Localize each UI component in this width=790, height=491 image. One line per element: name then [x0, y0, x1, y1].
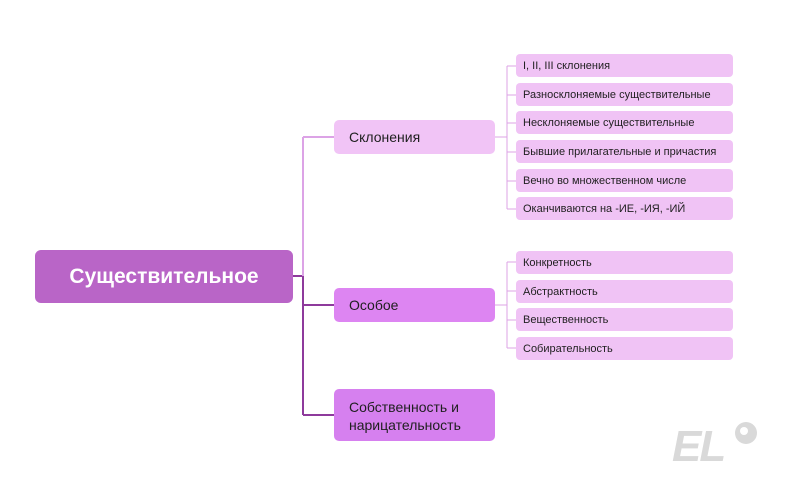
- leaf-node[interactable]: Собирательность: [516, 337, 733, 360]
- dot-circle-icon: [735, 422, 757, 444]
- leaf-node[interactable]: Абстрактность: [516, 280, 733, 303]
- leaf-label: I, II, III склонения: [523, 59, 611, 72]
- branch-node-declensions[interactable]: Склонения: [334, 120, 495, 154]
- connector-bracket-0: [495, 65, 516, 210]
- connector-bracket-1: [495, 261, 516, 349]
- leaf-node[interactable]: Конкретность: [516, 251, 733, 274]
- leaf-label: Разносклоняемые существительные: [523, 88, 711, 101]
- leaf-node[interactable]: Бывшие прилагательные и причастия: [516, 140, 733, 163]
- branch-label: Собственность и нарицательность: [349, 399, 461, 433]
- leaf-label: Бывшие прилагательные и причастия: [523, 145, 717, 158]
- leaf-label: Абстрактность: [523, 285, 598, 298]
- root-label: Существительное: [69, 264, 259, 288]
- leaf-node[interactable]: Несклоняемые существительные: [516, 111, 733, 134]
- logo-text: EL: [672, 422, 726, 471]
- leaf-label: Вечно во множественном числе: [523, 174, 687, 187]
- leaf-label: Собирательность: [523, 342, 613, 355]
- branch-label: Особое: [349, 297, 399, 313]
- leaf-node[interactable]: Вещественность: [516, 308, 733, 331]
- leaf-node[interactable]: Вечно во множественном числе: [516, 169, 733, 192]
- logo: EL: [672, 422, 762, 472]
- leaf-label: Вещественность: [523, 313, 609, 326]
- leaf-label: Оканчиваются на -ИЕ, -ИЯ, -ИЙ: [523, 202, 686, 215]
- branch-node-proper-common[interactable]: Собственность и нарицательность: [334, 389, 495, 441]
- leaf-label: Несклоняемые существительные: [523, 116, 695, 129]
- branch-node-special[interactable]: Особое: [334, 288, 495, 322]
- leaf-node[interactable]: Оканчиваются на -ИЕ, -ИЯ, -ИЙ: [516, 197, 733, 220]
- root-node[interactable]: Существительное: [35, 250, 293, 303]
- leaf-label: Конкретность: [523, 256, 592, 269]
- leaf-node[interactable]: Разносклоняемые существительные: [516, 83, 733, 106]
- leaf-node[interactable]: I, II, III склонения: [516, 54, 733, 77]
- branch-label: Склонения: [349, 129, 421, 145]
